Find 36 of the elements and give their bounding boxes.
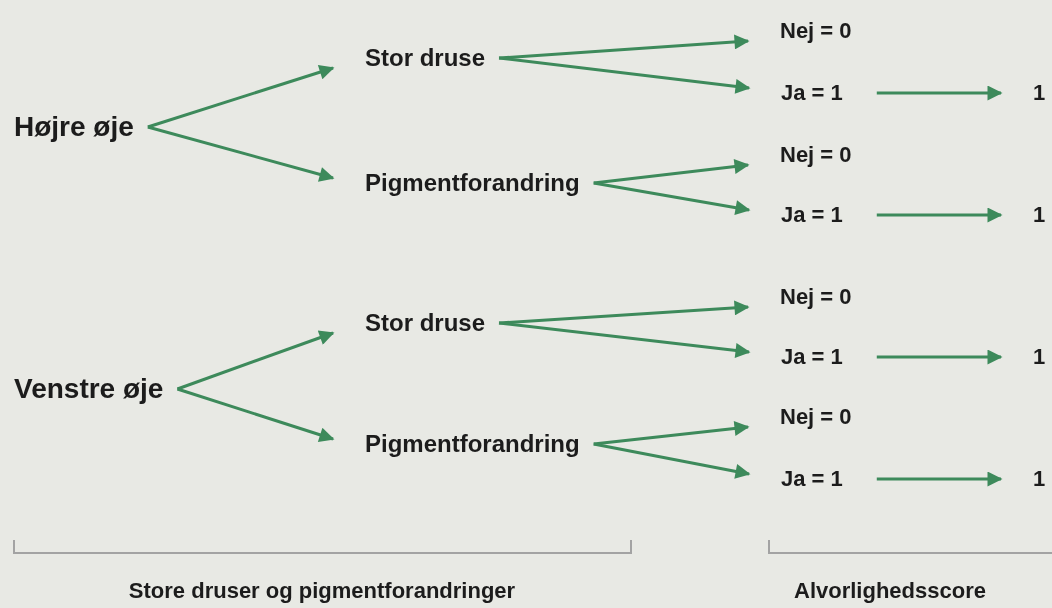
arrow: [876, 349, 1003, 365]
arrow: [498, 300, 750, 325]
finding-label: Pigmentforandring: [365, 166, 580, 200]
answer-label: Nej = 0: [780, 280, 852, 314]
arrow: [593, 442, 751, 479]
bracket-caption: Alvorlighedsscore: [794, 578, 986, 604]
arrow: [876, 471, 1003, 487]
finding-label: Stor druse: [365, 306, 486, 340]
arrow: [176, 387, 335, 442]
score-value: 1: [1033, 340, 1046, 374]
answer-label: Ja = 1: [781, 198, 843, 232]
answer-label: Nej = 0: [780, 14, 852, 48]
arrow: [498, 321, 751, 358]
arrow: [876, 207, 1003, 223]
finding-label: Pigmentforandring: [365, 427, 580, 461]
arrow: [176, 330, 335, 391]
score-value: 1: [1033, 76, 1046, 110]
score-value: 1: [1033, 198, 1046, 232]
arrow: [498, 34, 750, 60]
answer-label: Nej = 0: [780, 400, 852, 434]
finding-label: Stor druse: [365, 41, 486, 75]
arrow: [147, 125, 335, 182]
answer-label: Ja = 1: [781, 462, 843, 496]
eye-heading: Højre øje: [14, 110, 134, 144]
answer-label: Nej = 0: [780, 138, 852, 172]
answer-label: Ja = 1: [781, 340, 843, 374]
arrow: [593, 159, 750, 185]
eye-heading: Venstre øje: [14, 372, 164, 406]
arrow: [593, 421, 750, 446]
arrow: [876, 85, 1003, 101]
score-value: 1: [1033, 462, 1046, 496]
arrow: [147, 64, 335, 129]
arrow: [498, 56, 751, 94]
arrow: [593, 181, 751, 216]
bracket-caption: Store druser og pigmentforandringer: [128, 578, 516, 604]
answer-label: Ja = 1: [781, 76, 843, 110]
